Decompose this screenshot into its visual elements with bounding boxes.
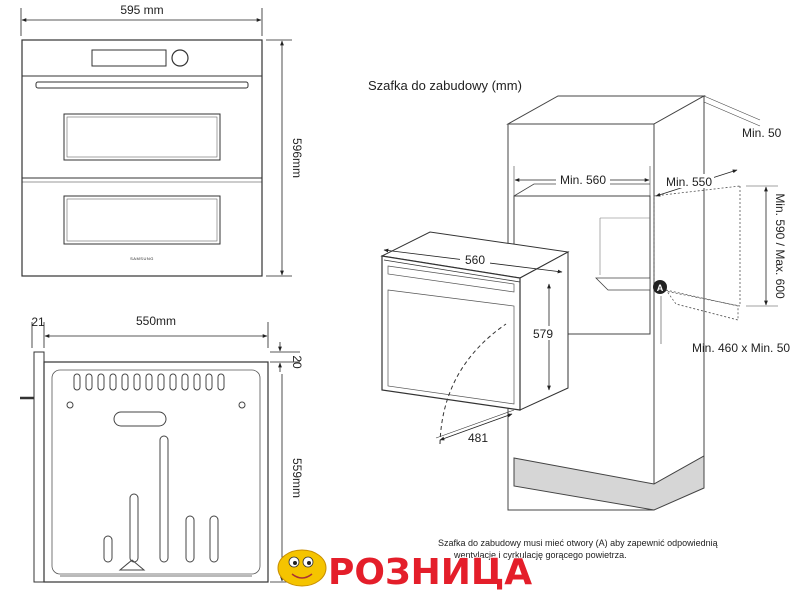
front-display <box>91 49 167 67</box>
side-door-depth-label: 21 <box>31 315 45 329</box>
installation-note-line2: wentylację i cyrkulację gorącego powietr… <box>453 550 627 560</box>
front-view: 595 mm SAMSUNG 596mm <box>20 3 304 277</box>
front-handle <box>35 81 249 89</box>
front-width-label: 595 mm <box>120 3 163 17</box>
cabinet-shelf <box>595 277 651 291</box>
min-top-label: Min. 50 <box>742 126 782 140</box>
installation-title: Szafka do zabudowy (mm) <box>368 78 522 93</box>
side-vent-slots <box>73 373 225 391</box>
front-upper-window <box>63 113 221 161</box>
brand-label: SAMSUNG <box>130 256 154 261</box>
side-height-label: 559mm <box>290 458 304 498</box>
min-width-label: Min. 560 <box>560 173 606 187</box>
door-swing-label: 481 <box>468 431 488 445</box>
opening-marker <box>653 280 667 294</box>
front-lower-window <box>63 195 221 245</box>
front-control-knob <box>171 49 189 67</box>
oven-front-face <box>381 255 521 411</box>
side-top-gap-label: 20 <box>290 355 304 369</box>
min-depth-label: Min. 550 <box>666 175 712 189</box>
watermark-logo: РОЗНИЦА <box>277 549 533 594</box>
oven-width-label: 560 <box>465 253 485 267</box>
height-range-label: Min. 590 / Max. 600 <box>773 193 787 299</box>
door-swing-dimension-line <box>439 413 513 441</box>
oven-height-label: 579 <box>533 327 553 341</box>
opening-label: Min. 460 x Min. 50 <box>692 341 790 355</box>
side-lower-slots <box>103 435 219 563</box>
cabinet-plinth <box>513 455 705 511</box>
opening-marker-label: A <box>657 283 664 293</box>
side-door-panel <box>33 351 45 583</box>
side-view: 21 550mm <box>20 314 304 583</box>
mascot-icon <box>277 549 327 587</box>
side-center-cutout <box>113 411 167 427</box>
installation-view: Szafka do zabudowy (mm) Min. 50 <box>368 78 790 560</box>
side-depth-label: 550mm <box>136 314 176 328</box>
installation-note-line1: Szafka do zabudowy musi mieć otwory (A) … <box>438 538 718 548</box>
front-height-label: 596mm <box>290 138 304 178</box>
watermark-text: РОЗНИЦА <box>328 552 532 593</box>
side-oven-body <box>43 361 269 583</box>
